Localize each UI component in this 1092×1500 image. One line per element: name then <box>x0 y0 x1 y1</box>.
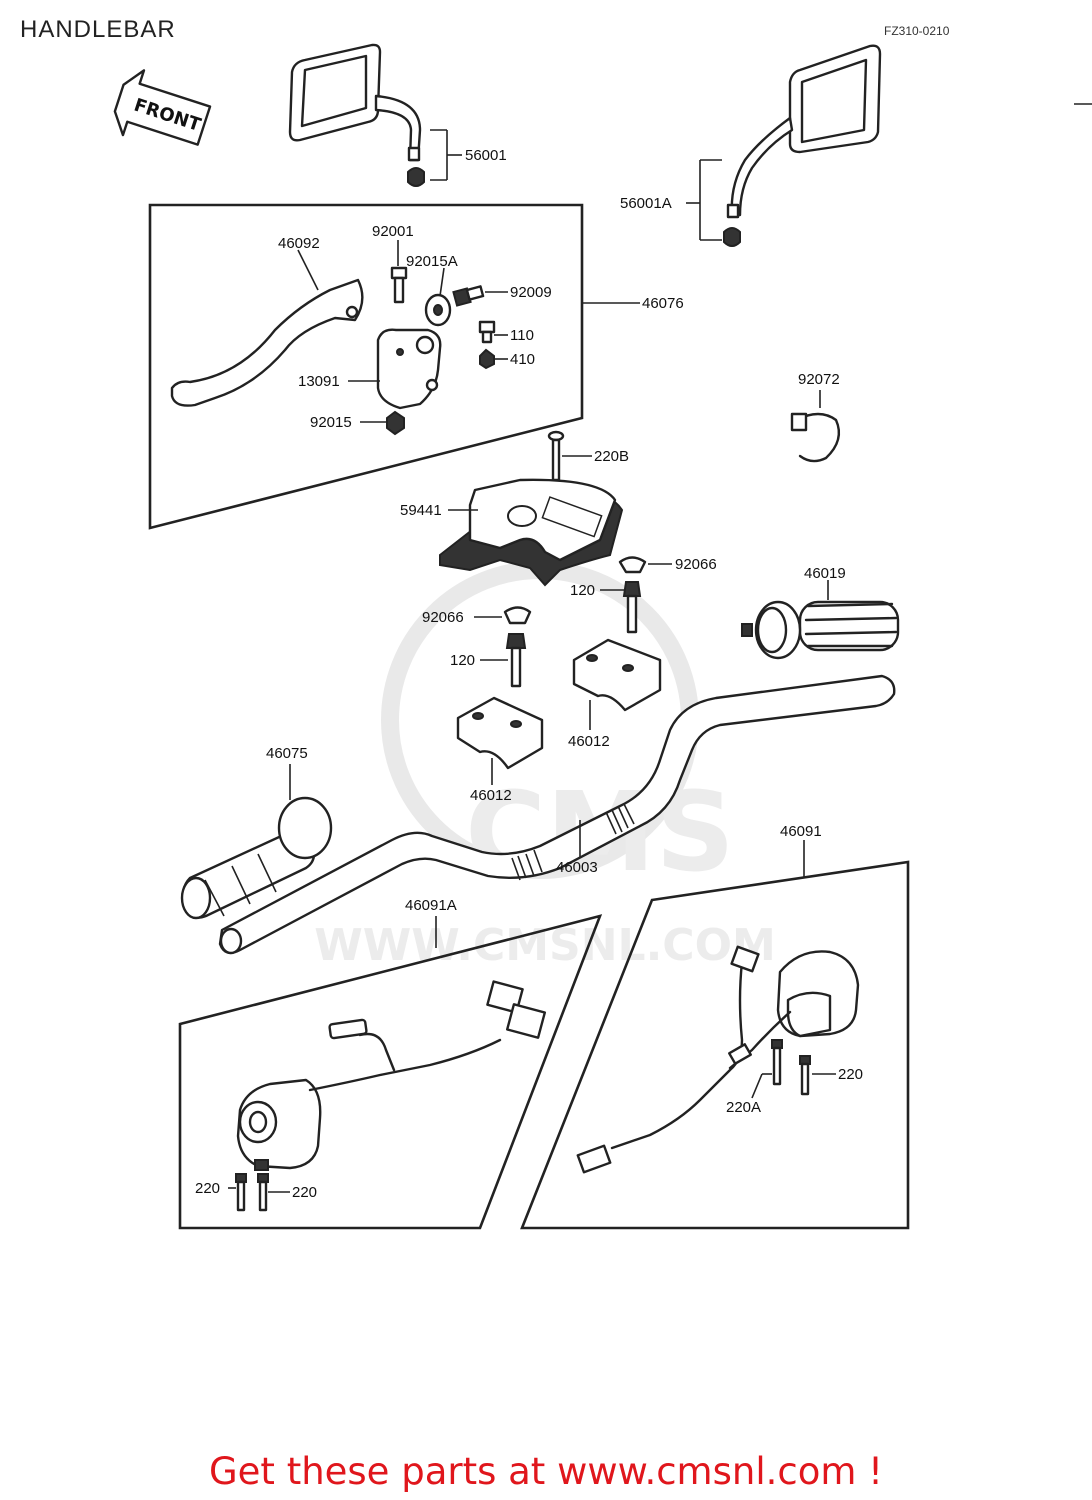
switch-left <box>236 980 547 1171</box>
label-56001a: 56001A <box>620 195 672 212</box>
page-title: HANDLEBAR <box>20 16 176 43</box>
nut-92015 <box>386 410 405 436</box>
screw-92009 <box>452 285 485 307</box>
label-92015: 92015 <box>310 414 352 431</box>
label-120-lower: 120 <box>450 652 475 669</box>
screw-220-left-2 <box>257 1173 269 1212</box>
label-220a: 220A <box>726 1099 761 1116</box>
front-arrow-icon: FRONT <box>113 69 212 146</box>
cap-92066-lower <box>503 606 532 625</box>
screw-220a <box>771 1039 783 1086</box>
nut-410 <box>479 348 495 370</box>
label-92072: 92072 <box>798 371 840 388</box>
holder-46012-lower <box>456 696 544 770</box>
label-46091a: 46091A <box>405 897 457 914</box>
bracket-56001a <box>686 159 722 241</box>
label-46003: 46003 <box>556 859 598 876</box>
grip-right-46019 <box>741 600 900 660</box>
label-410: 410 <box>510 351 535 368</box>
label-220-right: 220 <box>838 1066 863 1083</box>
label-46019: 46019 <box>804 565 846 582</box>
lever-46092 <box>170 278 364 407</box>
label-46076: 46076 <box>642 295 684 312</box>
label-92066-lower: 92066 <box>422 609 464 626</box>
mirror-right <box>723 44 882 247</box>
label-220-left-1: 220 <box>195 1180 220 1197</box>
screw-220b <box>547 430 565 482</box>
label-46075: 46075 <box>266 745 308 762</box>
watermark: CMS WWW.CMSNL.COM <box>314 561 776 971</box>
frame-46076 <box>148 203 584 530</box>
label-46012-upper: 46012 <box>568 733 610 750</box>
switch-right <box>576 945 860 1174</box>
bracket-56001 <box>430 129 462 181</box>
label-59441: 59441 <box>400 502 442 519</box>
frame-46091 <box>520 860 910 1230</box>
label-46091: 46091 <box>780 823 822 840</box>
adjuster-92015a <box>424 293 452 327</box>
bolt-120-upper <box>622 581 642 634</box>
frame-46091a <box>178 914 603 1230</box>
bolt-120-lower <box>505 633 527 688</box>
label-92066-upper: 92066 <box>675 556 717 573</box>
label-46092: 46092 <box>278 235 320 252</box>
label-46012-lower: 46012 <box>470 787 512 804</box>
holder-13091 <box>376 328 442 410</box>
label-220b: 220B <box>594 448 629 465</box>
bolt-92001 <box>390 266 408 304</box>
watermark-url: WWW.CMSNL.COM <box>314 920 776 971</box>
label-92001: 92001 <box>372 223 414 240</box>
label-92009: 92009 <box>510 284 552 301</box>
cover-59441 <box>439 478 624 587</box>
handlebar-46003 <box>218 674 896 955</box>
label-110: 110 <box>510 327 534 344</box>
bolt-110 <box>478 320 496 344</box>
label-92015a: 92015A <box>406 253 458 270</box>
mirror-left <box>288 43 425 187</box>
diagram-code: FZ310-0210 <box>884 24 950 38</box>
holder-46012-upper <box>572 638 662 712</box>
label-120-upper: 120 <box>570 582 595 599</box>
footer-promo[interactable]: Get these parts at www.cmsnl.com ! <box>208 1450 883 1493</box>
clamp-92072 <box>790 412 841 463</box>
cap-92066-upper <box>618 556 647 574</box>
screw-220-right <box>799 1055 811 1096</box>
label-13091: 13091 <box>298 373 340 390</box>
screw-220-left-1 <box>235 1173 247 1212</box>
grip-left-46075 <box>180 796 333 920</box>
label-220-left-2: 220 <box>292 1184 317 1201</box>
label-56001: 56001 <box>465 147 507 164</box>
